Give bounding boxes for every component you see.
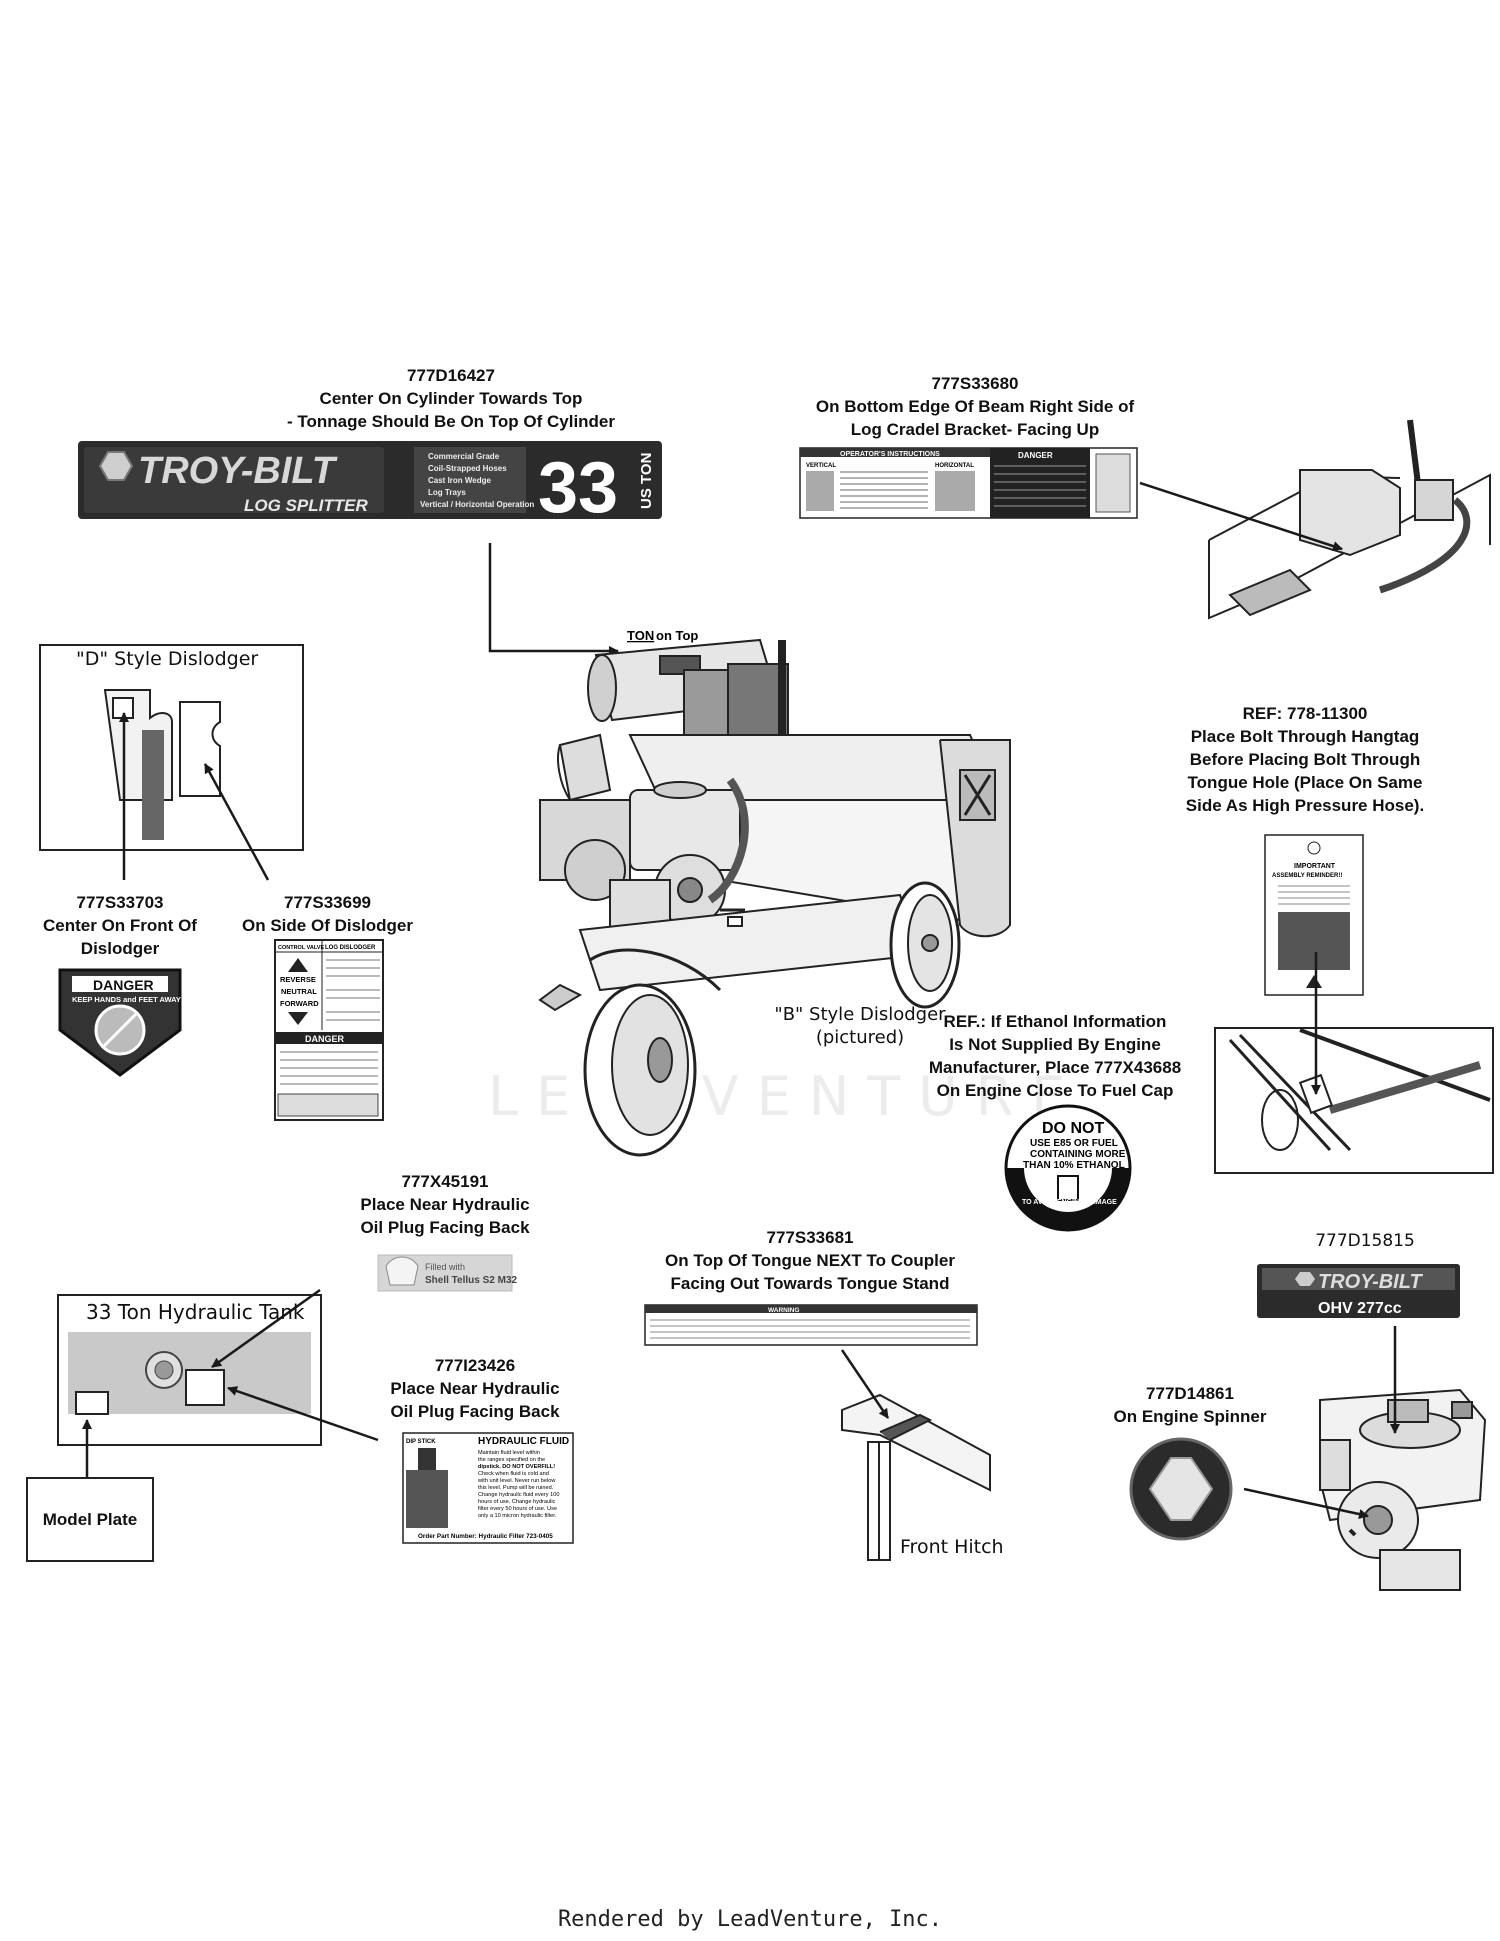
svg-text:USE E85 OR FUEL: USE E85 OR FUEL xyxy=(1030,1138,1118,1149)
svg-text:DANGER: DANGER xyxy=(93,977,154,993)
svg-text:OPERATOR'S INSTRUCTIONS: OPERATOR'S INSTRUCTIONS xyxy=(840,451,940,458)
svg-text:Shell Tellus S2 M32: Shell Tellus S2 M32 xyxy=(425,1275,518,1286)
shell-oil-decal: Filled with Shell Tellus S2 M32 xyxy=(377,1254,518,1292)
hydraulic-tank-label: 33 Ton Hydraulic Tank xyxy=(86,1300,305,1324)
b-style-dislodger-label: "B" Style Dislodger (pictured) xyxy=(774,1004,946,1048)
svg-text:this level. Pump will be ruine: this level. Pump will be ruined. xyxy=(478,1485,554,1491)
svg-text:US TON: US TON xyxy=(638,453,655,509)
hangtag-decal: IMPORTANT ASSEMBLY REMINDER!! xyxy=(1264,834,1364,996)
product-text: LOG SPLITTER xyxy=(244,496,368,515)
caption-ethanol: REF.: If Ethanol Information Is Not Supp… xyxy=(928,1012,1182,1100)
brand-text: TROY-BILT xyxy=(138,450,338,492)
danger-keep-hands-decal: DANGER KEEP HANDS and FEET AWAY xyxy=(58,968,182,1077)
svg-text:THAN 10% ETHANOL: THAN 10% ETHANOL xyxy=(1023,1160,1125,1171)
tongue-warning-decal: WARNING xyxy=(644,1304,978,1346)
caption-engine-decal: 777D15815 xyxy=(1315,1231,1415,1251)
log-splitter-illustration xyxy=(538,638,1011,1157)
svg-text:only a 10 micron hydraulic fil: only a 10 micron hydraulic filter. xyxy=(478,1513,557,1519)
svg-text:IMPORTANT: IMPORTANT xyxy=(1294,863,1336,870)
beam-bracket-illustration xyxy=(1208,419,1491,620)
svg-text:TROY-BILT: TROY-BILT xyxy=(1318,1271,1423,1293)
svg-text:Maintain fluid level within: Maintain fluid level within xyxy=(478,1450,540,1456)
caption-spinner: 777D14861 On Engine Spinner xyxy=(1113,1384,1267,1426)
hose-bolt-illustration xyxy=(1214,1027,1494,1174)
svg-text:the ranges specified on the: the ranges specified on the xyxy=(478,1457,545,1463)
svg-text:HYDRAULIC FLUID: HYDRAULIC FLUID xyxy=(478,1436,569,1447)
tonnage-text: 33 xyxy=(538,448,618,528)
svg-text:DO NOT: DO NOT xyxy=(1042,1120,1104,1137)
ton-on-top-ton: TON xyxy=(627,628,654,643)
svg-text:DIP STICK: DIP STICK xyxy=(406,1439,436,1445)
control-valve-decal: CONTROL VALVE LOG DISLODGER REVERSE NEUT… xyxy=(274,939,384,1121)
ethanol-decal: DO NOT USE E85 OR FUEL CONTAINING MORE T… xyxy=(1004,1104,1132,1232)
engine-illustration xyxy=(1319,1388,1487,1591)
beam-decal: OPERATOR'S INSTRUCTIONS VERTICAL HORIZON… xyxy=(799,447,1138,519)
caption-log-splitter-decal: 777D16427 Center On Cylinder Towards Top… xyxy=(286,366,616,431)
svg-text:Cast Iron Wedge: Cast Iron Wedge xyxy=(428,476,492,485)
svg-text:VERTICAL: VERTICAL xyxy=(806,463,836,469)
ton-on-top-rest: on Top xyxy=(656,628,698,643)
svg-text:FORWARD: FORWARD xyxy=(280,999,319,1008)
hydraulic-fluid-decal: DIP STICK HYDRAULIC FLUID Maintain fluid… xyxy=(402,1432,574,1544)
svg-text:OHV 277cc: OHV 277cc xyxy=(1318,1300,1402,1317)
svg-text:KEEP HANDS and FEET AWAY: KEEP HANDS and FEET AWAY xyxy=(72,995,181,1004)
svg-text:filter every 50 hours of use.: filter every 50 hours of use. Use xyxy=(478,1506,557,1512)
caption-oil-plug-1: 777X45191 Place Near Hydraulic Oil Plug … xyxy=(360,1172,530,1237)
svg-text:Vertical / Horizontal Operatio: Vertical / Horizontal Operation xyxy=(420,500,534,509)
svg-text:LOG DISLODGER: LOG DISLODGER xyxy=(325,945,376,951)
svg-text:REVERSE: REVERSE xyxy=(280,975,316,984)
svg-text:CONTROL VALVE: CONTROL VALVE xyxy=(278,945,324,951)
svg-text:DANGER: DANGER xyxy=(305,1034,345,1044)
d-style-dislodger-box xyxy=(39,644,304,851)
caption-oil-plug-2: 777I23426 Place Near Hydraulic Oil Plug … xyxy=(390,1356,560,1421)
model-plate-label: Model Plate xyxy=(42,1510,138,1529)
engine-spinner-decal xyxy=(1129,1437,1233,1541)
caption-dislodger-front: 777S33703 Center On Front Of Dislodger xyxy=(43,893,197,958)
svg-text:NEUTRAL: NEUTRAL xyxy=(281,987,317,996)
d-style-dislodger-label: "D" Style Dislodger xyxy=(76,648,259,670)
caption-dislodger-side: 777S33699 On Side Of Dislodger xyxy=(242,893,413,935)
model-plate-box xyxy=(26,1477,154,1562)
svg-text:WARNING: WARNING xyxy=(768,1307,799,1314)
svg-text:Log Trays: Log Trays xyxy=(428,488,466,497)
svg-text:DANGER: DANGER xyxy=(1018,451,1053,460)
svg-text:Commercial Grade: Commercial Grade xyxy=(428,452,500,461)
svg-text:hours of use. Change hydraulic: hours of use. Change hydraulic xyxy=(478,1499,556,1505)
svg-text:ASSEMBLY REMINDER!!: ASSEMBLY REMINDER!! xyxy=(1272,873,1342,879)
caption-beam-decal: 777S33680 On Bottom Edge Of Beam Right S… xyxy=(815,374,1135,439)
svg-text:TO AVOID ENGINE DAMAGE: TO AVOID ENGINE DAMAGE xyxy=(1022,1199,1117,1206)
svg-text:dipstick. DO NOT OVERFILL!: dipstick. DO NOT OVERFILL! xyxy=(478,1464,555,1470)
svg-text:CONTAINING MORE: CONTAINING MORE xyxy=(1030,1149,1126,1160)
log-splitter-decal: TROY-BILT LOG SPLITTER Commercial Grade … xyxy=(78,441,662,528)
svg-text:with unit level. Never run bel: with unit level. Never run below xyxy=(477,1478,556,1484)
caption-hangtag: REF: 778-11300 Place Bolt Through Hangta… xyxy=(1185,704,1425,815)
footer-credit: Rendered by LeadVenture, Inc. xyxy=(557,1907,943,1932)
front-hitch-label: Front Hitch xyxy=(900,1536,1004,1558)
engine-ohv-decal: TROY-BILT OHV 277cc xyxy=(1257,1264,1460,1318)
svg-text:HORIZONTAL: HORIZONTAL xyxy=(935,463,974,469)
svg-text:Filled with: Filled with xyxy=(425,1262,465,1272)
svg-text:Order Part Number: Hydraulic F: Order Part Number: Hydraulic Filter 723-… xyxy=(418,1533,553,1540)
svg-text:Check when fluid is cold and: Check when fluid is cold and xyxy=(478,1471,549,1477)
caption-tongue-decal: 777S33681 On Top Of Tongue NEXT To Coupl… xyxy=(665,1228,955,1293)
svg-text:Coil-Strapped Hoses: Coil-Strapped Hoses xyxy=(428,464,507,473)
svg-text:Change hydraulic fluid every 1: Change hydraulic fluid every 100 xyxy=(478,1492,559,1498)
